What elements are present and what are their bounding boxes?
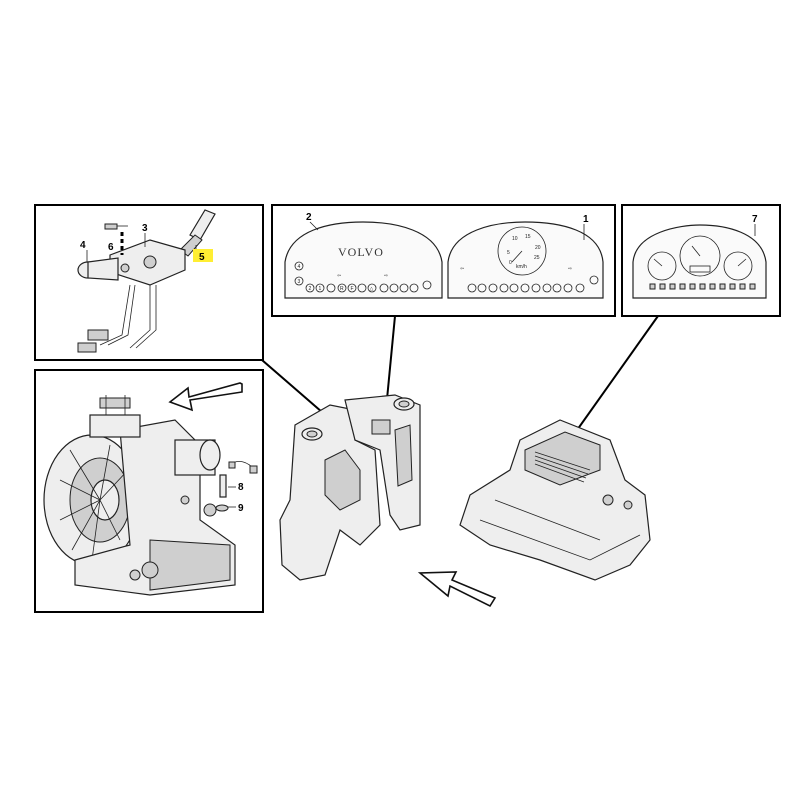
direction-arrow-right-icon: ⇨ xyxy=(568,266,572,272)
speedometer-tick-15: 15 xyxy=(525,234,531,240)
transmission-body xyxy=(74,395,236,596)
callout-1: 1 xyxy=(583,214,589,225)
cluster-left-indicators: 4 3 2 1 R F △ xyxy=(294,261,432,293)
steering-column-console xyxy=(279,394,421,581)
console-vent-slots xyxy=(534,451,591,483)
left-arrow-indicator-icon: ⇦ xyxy=(337,273,341,279)
callout-9: 9 xyxy=(238,503,244,514)
gauge-right xyxy=(723,251,753,281)
panel-engine-assembly: 8 9 xyxy=(34,369,264,613)
cluster-left-indicator-3: 3 xyxy=(298,279,301,285)
panel-gauge-cluster: 7 xyxy=(621,204,781,317)
speedometer-tick-0: 0 xyxy=(509,260,512,266)
callout-3: 3 xyxy=(142,223,148,234)
callout-2: 2 xyxy=(306,212,312,223)
callout-6: 6 xyxy=(108,242,114,253)
screw xyxy=(104,223,128,230)
gauge-left xyxy=(647,251,677,281)
right-arrow-indicator-icon: ⇨ xyxy=(384,273,388,279)
cluster-left-indicator-4: 4 xyxy=(298,264,301,270)
callout-2-line xyxy=(309,221,319,231)
panel-steering-switch: 4 6 3 5 xyxy=(34,204,264,361)
direction-arrow-icon xyxy=(168,382,243,412)
side-console xyxy=(459,419,651,581)
hazard-triangle-icon: △ xyxy=(370,286,374,292)
flywheel-housing xyxy=(43,434,141,566)
gear-digit-F: F xyxy=(351,286,354,292)
speed-sensor xyxy=(219,460,258,498)
gear-digit-2: 2 xyxy=(309,286,312,292)
sealing-washer xyxy=(215,504,229,512)
pointer-arrow-icon xyxy=(417,571,497,608)
gauge-center xyxy=(679,235,721,277)
callout-5-highlight xyxy=(193,249,213,262)
speedometer-tick-5: 5 xyxy=(507,250,510,256)
panel-instrument-clusters: VOLVO ⇦ ⇨ 4 3 2 1 R F △ xyxy=(271,204,616,317)
leader-right-panel xyxy=(569,315,659,441)
speedometer-unit: km/h xyxy=(516,264,527,270)
cluster-left-brand: VOLVO xyxy=(338,245,384,259)
cluster-left: VOLVO ⇦ ⇨ 4 3 2 1 R F △ xyxy=(284,221,443,299)
callout-5: 5 xyxy=(199,252,205,263)
speedometer-needle xyxy=(511,250,523,263)
gauge-cluster-indicators xyxy=(649,283,756,290)
direction-arrow-left-icon: ⇦ xyxy=(460,266,464,272)
speedometer-tick-25: 25 xyxy=(534,255,540,261)
cluster-right: 10 15 20 25 5 0 km/h ⇦ ⇨ xyxy=(447,221,604,299)
gear-digit-1: 1 xyxy=(319,286,322,292)
gauge-center-display xyxy=(689,265,711,273)
callout-4: 4 xyxy=(80,240,86,251)
speedometer-tick-20: 20 xyxy=(535,245,541,251)
cluster-right-indicators xyxy=(467,275,599,293)
switch-wiring xyxy=(77,284,157,353)
switch-body xyxy=(77,239,186,286)
gear-digit-R: R xyxy=(340,286,344,292)
speedometer-tick-10: 10 xyxy=(512,236,518,242)
callout-7: 7 xyxy=(752,214,758,225)
speedometer-dial xyxy=(497,226,547,276)
callout-8: 8 xyxy=(238,482,244,493)
